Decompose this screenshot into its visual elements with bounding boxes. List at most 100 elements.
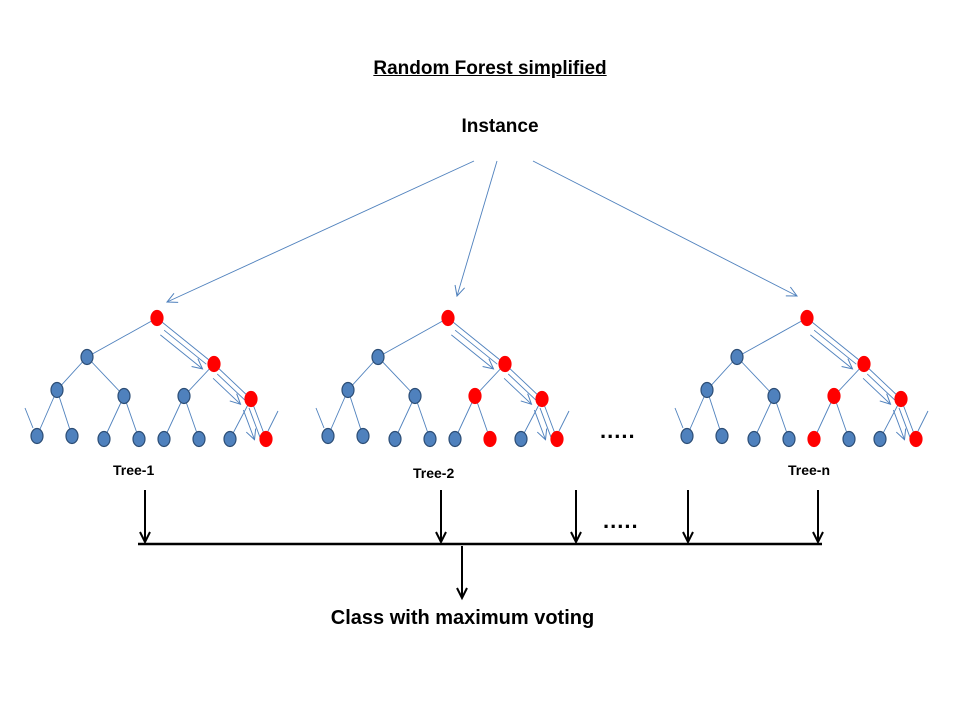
decision-path-arrow (212, 377, 240, 404)
decision-path-arrow (242, 409, 254, 440)
decision-path-arrow (862, 377, 890, 404)
tree-edge (56, 356, 88, 391)
tree-edge (156, 317, 215, 365)
tree-edge (56, 389, 73, 437)
decision-path-arrow (451, 334, 493, 369)
tree-edge (706, 356, 738, 391)
decision-path-arrow (539, 407, 552, 438)
instance-to-tree-arrow (532, 160, 797, 296)
tree-node (177, 387, 191, 405)
decision-path-arrow (533, 409, 545, 440)
tree-edge (327, 389, 349, 437)
decision-path-arrow (163, 329, 207, 365)
tree-node (321, 427, 335, 445)
tree-edge (394, 395, 416, 440)
tree-node (423, 430, 437, 448)
vote-arrow-extra-1 (570, 490, 582, 545)
output-label: Class with maximum voting (330, 607, 595, 629)
tree-node (117, 387, 131, 405)
tree-1-label: Tree-1 (113, 462, 155, 478)
tree-node (873, 430, 887, 448)
decision-path-node (498, 355, 512, 373)
vote-arrow-tree-n-head (812, 531, 824, 545)
instance-label: Instance (461, 116, 539, 137)
tree-node (97, 430, 111, 448)
tree-edge (267, 410, 279, 432)
tree-edge (447, 317, 506, 365)
tree-1-nodes (30, 309, 273, 448)
result-arrow (456, 546, 468, 601)
tree-edge (377, 356, 416, 397)
tree-node (157, 430, 171, 448)
tree-2-nodes (321, 309, 564, 448)
decision-path-node (535, 390, 549, 408)
decision-path-node (150, 309, 164, 327)
tree-edge (504, 363, 543, 400)
tree-node (30, 427, 44, 445)
decision-path-node (207, 355, 221, 373)
tree-node (680, 427, 694, 445)
vote-arrow-extra-1-head (570, 531, 582, 545)
decision-path-node (807, 430, 821, 448)
vote-arrow-extra-2-head (682, 531, 694, 545)
vote-arrow-tree-2-head (435, 531, 447, 545)
tree-edge (454, 395, 476, 440)
tree-edge (24, 407, 34, 429)
tree-edge (347, 389, 364, 437)
decision-path-node (827, 387, 841, 405)
tree-node (132, 430, 146, 448)
tree-1 (24, 317, 279, 440)
tree-edge (674, 407, 684, 429)
tree-3-nodes (680, 309, 923, 448)
tree-node (388, 430, 402, 448)
decision-path-arrow (216, 373, 245, 401)
tree-edge (686, 389, 708, 437)
decision-path-node (894, 390, 908, 408)
tree-edge (163, 395, 185, 440)
decision-path-node (857, 355, 871, 373)
vote-arrow-extra-2 (682, 490, 694, 545)
decision-path-node (441, 309, 455, 327)
tree-node (730, 348, 744, 366)
decision-path-node (244, 390, 258, 408)
decision-path-arrow (454, 329, 498, 365)
vote-arrow-tree-1-head (139, 531, 151, 545)
decision-path-arrow (866, 373, 895, 401)
tree-node (782, 430, 796, 448)
tree-node (514, 430, 528, 448)
decision-path-arrow (810, 334, 852, 369)
tree-edge (736, 317, 808, 358)
tree-edge (753, 395, 775, 440)
tree-edge (806, 317, 865, 365)
tree-edge (213, 363, 252, 400)
tree-edge (558, 410, 570, 432)
decision-path-node (468, 387, 482, 405)
tree-edge (315, 407, 325, 429)
tree-node (192, 430, 206, 448)
tree-edge (863, 363, 902, 400)
tree-edge (377, 317, 449, 358)
tree-node (767, 387, 781, 405)
vote-arrow-tree-2 (435, 490, 447, 545)
tree-edge (833, 363, 865, 397)
decision-path-node (909, 430, 923, 448)
tree-node (356, 427, 370, 445)
trees-ellipsis: ..... (600, 418, 636, 443)
instance-to-tree-arrow (167, 160, 475, 302)
decision-path-arrow (813, 329, 857, 365)
nodes-layer (30, 309, 923, 448)
decision-path-node (550, 430, 564, 448)
tree-node (371, 348, 385, 366)
tree-edge (706, 389, 723, 437)
tree-edge (86, 356, 125, 397)
tree-node (50, 381, 64, 399)
tree-edge (474, 363, 506, 397)
tree-edge (103, 395, 125, 440)
tree-edge (86, 317, 158, 358)
result-arrow-head (456, 587, 468, 601)
decision-path-arrow (160, 334, 202, 369)
tree-n-label: Tree-n (788, 462, 831, 478)
vote-arrow-tree-1 (139, 490, 151, 545)
